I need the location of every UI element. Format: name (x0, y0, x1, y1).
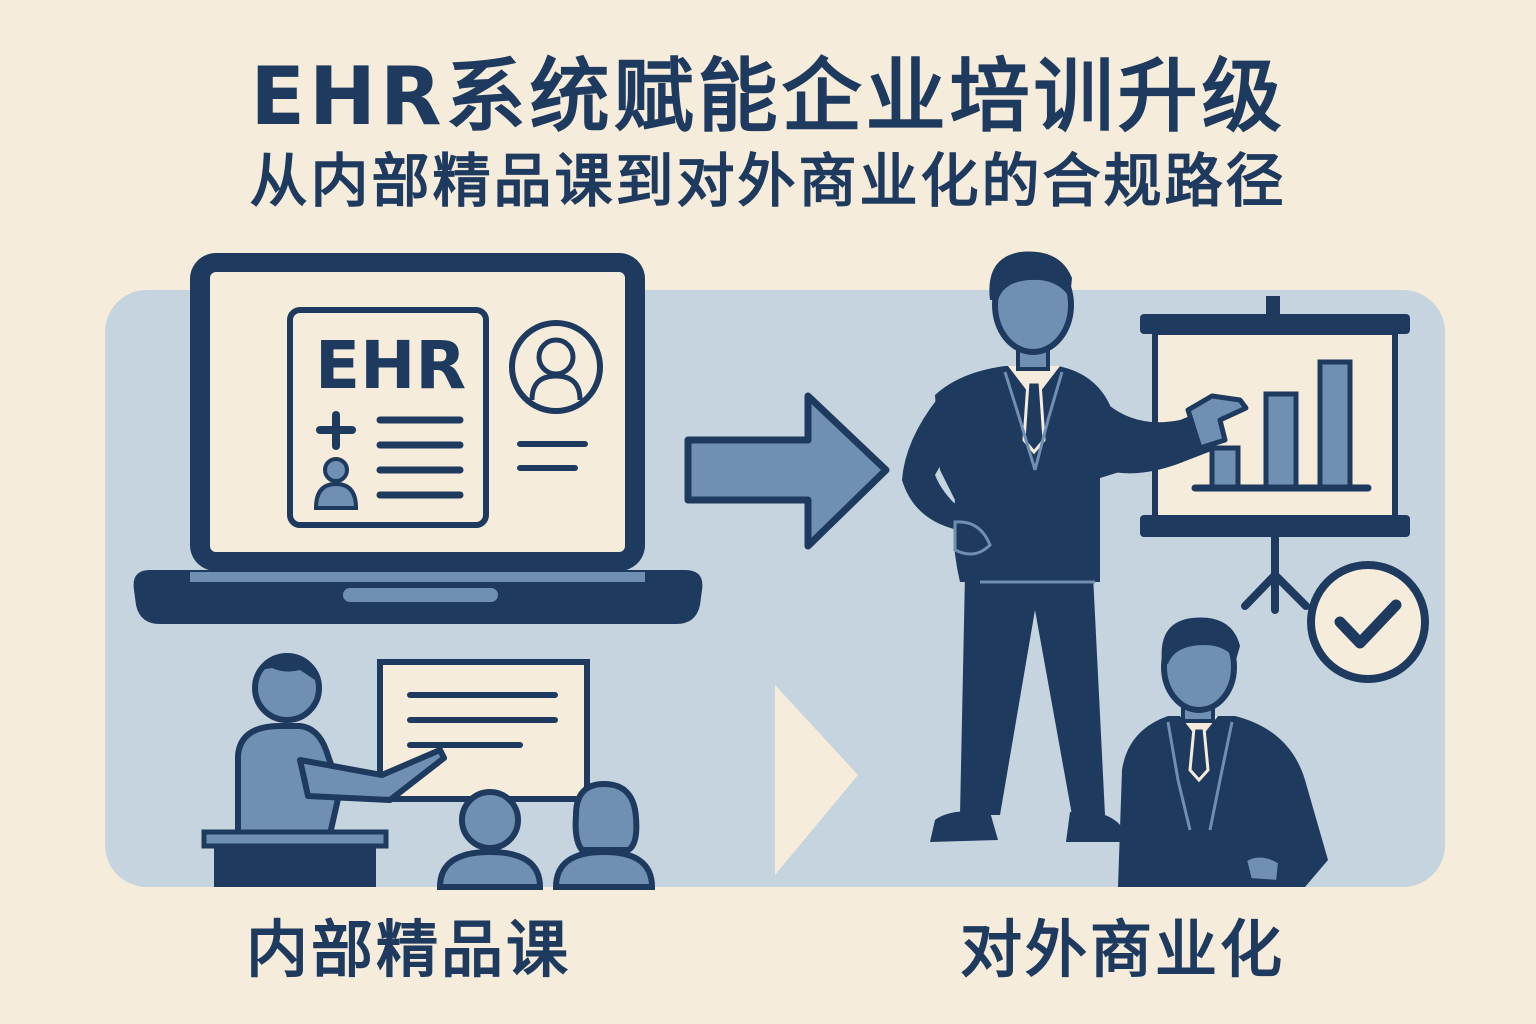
caption-internal-course: 内部精品课 (246, 913, 572, 986)
caption-commercialization: 对外商业化 (960, 913, 1286, 986)
plus-icon (316, 411, 356, 450)
page-subtitle: 从内部精品课到对外商业化的合规路径 (249, 147, 1287, 215)
ehr-label: EHR (315, 327, 466, 404)
check-circle-icon (1307, 561, 1429, 683)
presenter-figure (902, 251, 1249, 842)
user-icon (313, 457, 359, 510)
ehr-document-card: EHR (287, 307, 489, 528)
avatar-icon (509, 320, 603, 471)
arrow-right-icon (684, 392, 890, 550)
page-title: EHR系统赋能企业培训升级 (250, 50, 1286, 143)
classroom-scene (201, 653, 656, 890)
colleague-figure (1118, 617, 1328, 887)
chart-board-icon (1140, 296, 1410, 614)
text-lines-icon (376, 416, 464, 499)
triangle-marker-icon (775, 685, 858, 875)
